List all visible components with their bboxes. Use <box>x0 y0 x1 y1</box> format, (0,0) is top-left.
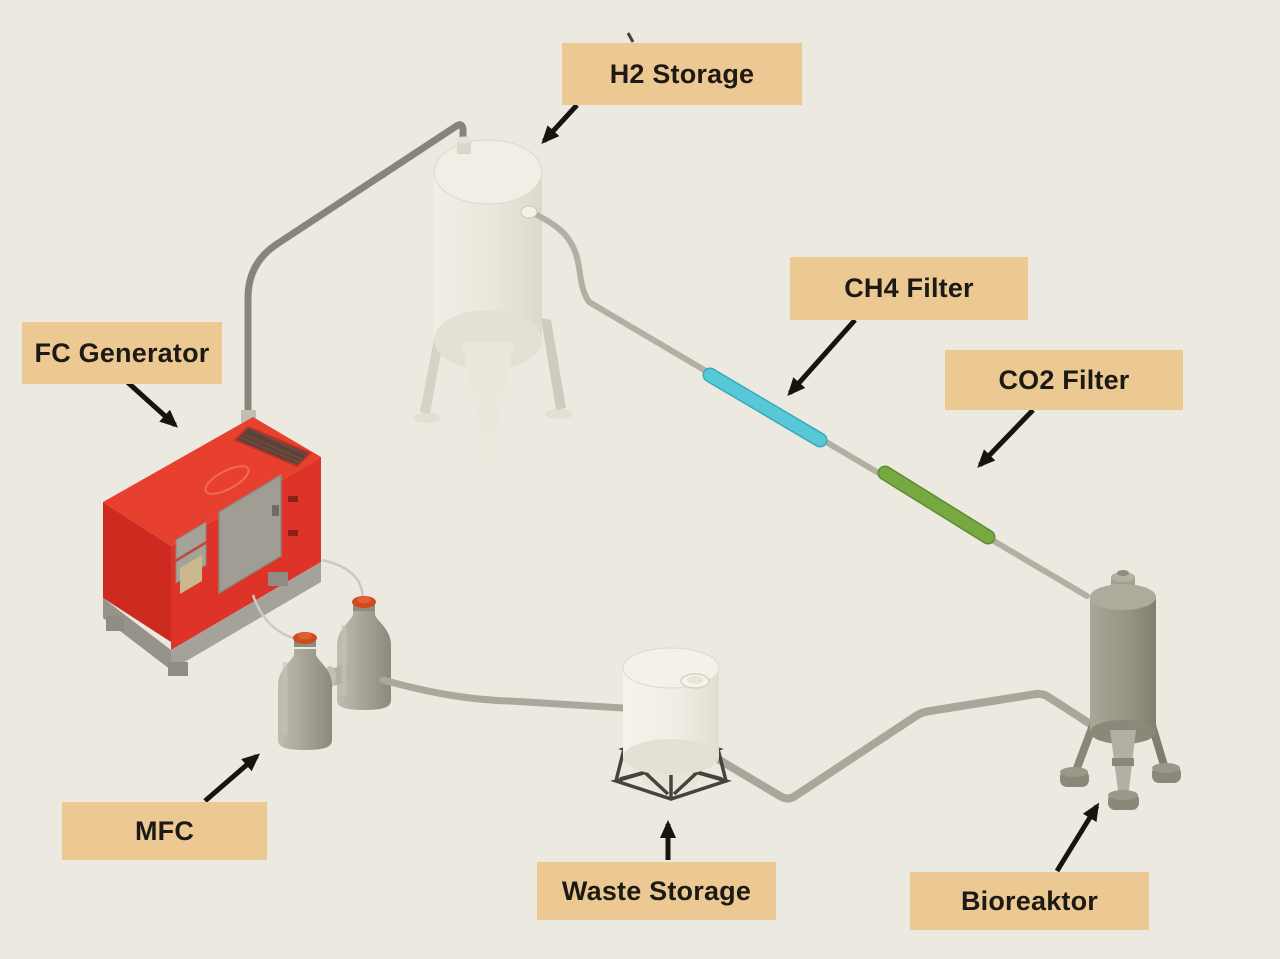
arrow-co2-filter <box>977 408 1035 468</box>
arrow-ch4-filter <box>787 318 857 396</box>
fc-generator <box>103 417 321 676</box>
pipe-h2-to-bioreactor <box>530 210 1090 599</box>
label-bioreaktor: Bioreaktor <box>910 872 1149 930</box>
label-ch4-filter-text: CH4 Filter <box>844 273 974 303</box>
label-fc-generator: FC Generator <box>22 322 222 384</box>
co2-filter-segment <box>879 467 994 543</box>
ch4-filter-segment <box>704 369 826 446</box>
label-co2-filter: CO2 Filter <box>945 350 1183 410</box>
label-h2-storage: H2 Storage <box>562 43 802 105</box>
pipe-mfc-to-waste <box>379 676 627 712</box>
stray-tick-mark <box>626 32 635 43</box>
arrow-h2-storage <box>541 103 579 144</box>
label-co2-filter-text: CO2 Filter <box>998 364 1130 395</box>
h2-storage-tank <box>413 136 573 461</box>
label-mfc-text: MFC <box>134 815 195 846</box>
bioreactor <box>1060 570 1181 810</box>
label-bioreaktor-text: Bioreaktor <box>960 885 1099 916</box>
pipe-generator-to-h2 <box>244 121 467 420</box>
label-fc-generator-text: FC Generator <box>34 337 210 368</box>
arrow-fc-generator <box>122 377 178 428</box>
label-waste-storage: Waste Storage <box>537 862 776 920</box>
label-ch4-filter: CH4 Filter <box>790 257 1028 320</box>
waste-storage-tank <box>610 647 732 801</box>
arrow-bioreaktor <box>1054 802 1100 873</box>
label-mfc: MFC <box>62 802 267 860</box>
pipe-waste-to-bioreactor <box>702 689 1099 803</box>
arrow-mfc <box>203 753 261 803</box>
label-waste-storage-text: Waste Storage <box>561 875 752 906</box>
h2-outlet-port <box>520 205 538 219</box>
mfc-bottles <box>278 596 391 750</box>
label-h2-storage-text: H2 Storage <box>609 58 755 89</box>
label-arrows <box>122 103 1100 873</box>
